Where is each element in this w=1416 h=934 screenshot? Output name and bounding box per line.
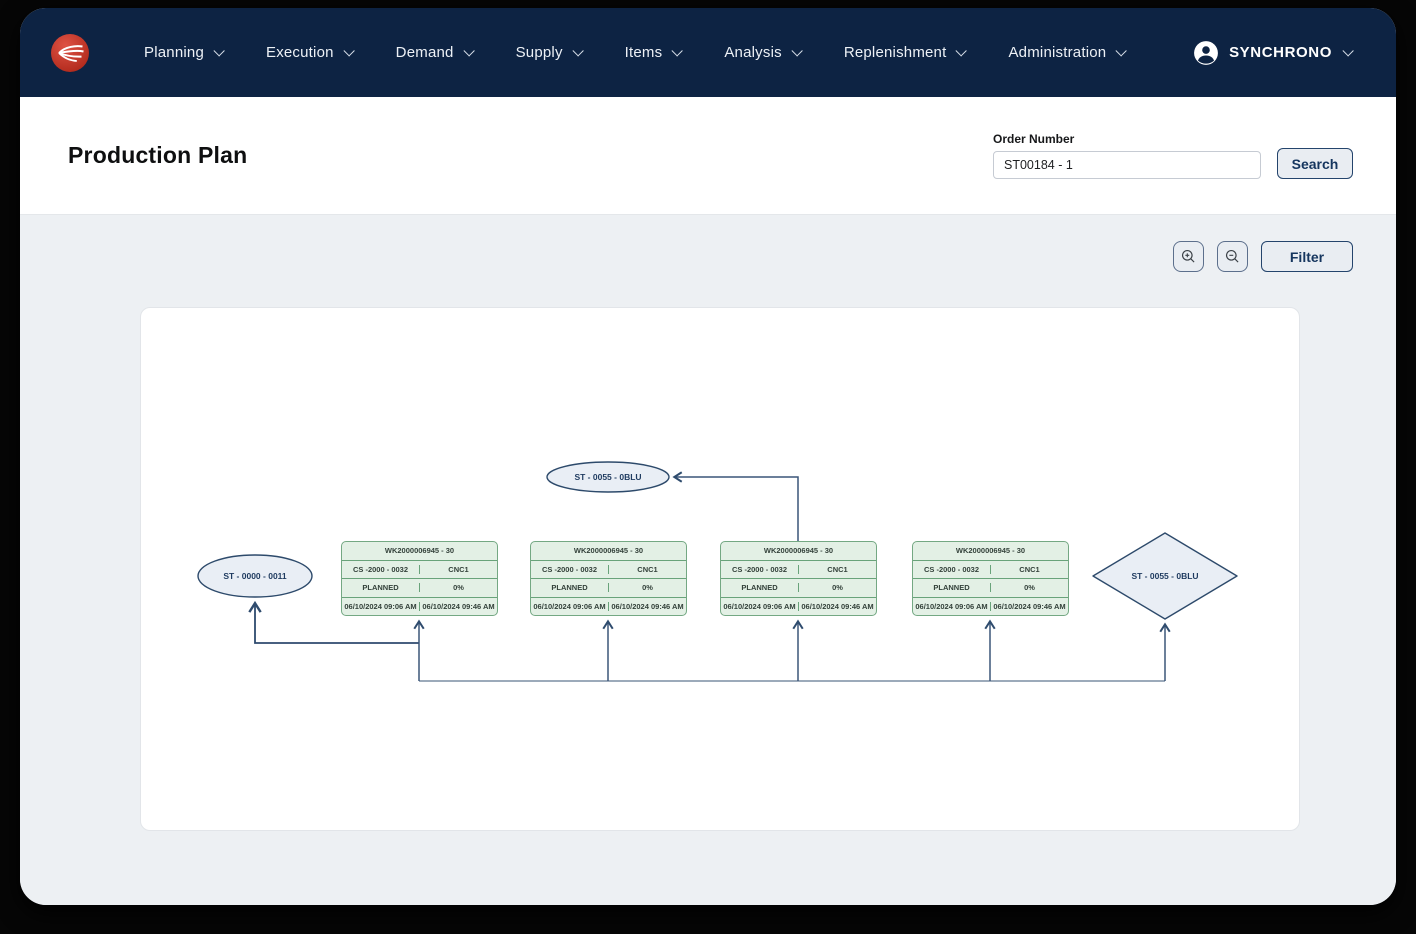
op-status: PLANNED — [362, 583, 399, 593]
op-end-time: 06/10/2024 09:46 AM — [798, 601, 876, 611]
op-status: PLANNED — [551, 583, 588, 593]
flowchart-layer — [197, 461, 1238, 682]
op-item: CS -2000 - 0032 — [541, 564, 598, 574]
order-search-group: Order Number Search — [993, 132, 1353, 179]
op-start-time: 06/10/2024 09:06 AM — [533, 601, 606, 611]
nav-item-administration[interactable]: Administration — [1008, 44, 1128, 61]
operation-card-4[interactable]: WK2000006945 - 30 CS -2000 - 0032 CNC1 P… — [912, 541, 1069, 616]
op-item: CS -2000 - 0032 — [923, 564, 980, 574]
op-item: CS -2000 - 0032 — [731, 564, 788, 574]
chevron-down-icon — [343, 44, 355, 57]
nav-item-planning[interactable]: Planning — [144, 44, 225, 61]
chevron-down-icon — [463, 44, 475, 57]
op-resource: CNC1 — [990, 564, 1068, 574]
chevron-down-icon — [671, 44, 684, 57]
nav-item-execution[interactable]: Execution — [265, 44, 355, 61]
nav-menu: Planning Execution Demand Supply Items A… — [144, 44, 1128, 61]
op-end-time: 06/10/2024 09:46 AM — [990, 601, 1068, 611]
user-avatar-icon — [1194, 40, 1218, 65]
nav-item-replenishment[interactable]: Replenishment — [843, 44, 968, 61]
nav-label: Analysis — [724, 44, 782, 61]
op-end-time: 06/10/2024 09:46 AM — [419, 601, 497, 611]
zoom-out-button[interactable] — [1217, 241, 1248, 272]
chevron-down-icon — [1115, 44, 1128, 57]
op-progress: 0% — [608, 583, 686, 593]
nav-item-supply[interactable]: Supply — [515, 44, 584, 61]
nav-label: Supply — [515, 44, 563, 61]
search-button[interactable]: Search — [1277, 148, 1353, 179]
diagram-toolbar: Filter — [1173, 241, 1353, 272]
work-order-title: WK2000006945 - 30 — [573, 546, 644, 556]
connector-op3-to-top-ellipse — [672, 471, 799, 541]
order-number-label: Order Number — [993, 132, 1075, 146]
user-name: SYNCHRONO — [1229, 44, 1332, 61]
op-progress: 0% — [798, 583, 876, 593]
diagram-canvas[interactable]: ST - 0055 - 0BLU ST - 0000 - 0011 ST - 0… — [140, 307, 1300, 831]
operation-card-2[interactable]: WK2000006945 - 30 CS -2000 - 0032 CNC1 P… — [530, 541, 687, 616]
node-ellipse-top[interactable] — [546, 461, 670, 493]
top-navbar: Planning Execution Demand Supply Items A… — [20, 8, 1396, 97]
op-resource: CNC1 — [419, 564, 497, 574]
nav-label: Items — [624, 44, 663, 61]
op-progress: 0% — [419, 583, 497, 593]
operation-card-3[interactable]: WK2000006945 - 30 CS -2000 - 0032 CNC1 P… — [720, 541, 877, 616]
op-resource: CNC1 — [608, 564, 686, 574]
op-item: CS -2000 - 0032 — [352, 564, 409, 574]
work-order-title: WK2000006945 - 30 — [763, 546, 834, 556]
work-order-title: WK2000006945 - 30 — [384, 546, 455, 556]
nav-item-items[interactable]: Items — [624, 44, 684, 61]
page-header: Production Plan Order Number Search — [20, 97, 1396, 215]
op-resource: CNC1 — [798, 564, 876, 574]
node-diamond[interactable] — [1092, 532, 1238, 620]
op-start-time: 06/10/2024 09:06 AM — [915, 601, 988, 611]
operation-card-1[interactable]: WK2000006945 - 30 CS -2000 - 0032 CNC1 P… — [341, 541, 498, 616]
op-status: PLANNED — [741, 583, 778, 593]
chevron-down-icon — [791, 44, 803, 57]
order-number-group: Order Number — [993, 132, 1261, 179]
zoom-in-button[interactable] — [1173, 241, 1204, 272]
order-number-input[interactable] — [993, 151, 1261, 179]
nav-label: Execution — [265, 44, 334, 61]
nav-item-demand[interactable]: Demand — [395, 44, 475, 61]
content-area: Filter — [20, 215, 1396, 905]
op-progress: 0% — [990, 583, 1068, 593]
user-menu[interactable]: SYNCHRONO — [1193, 40, 1354, 66]
op-start-time: 06/10/2024 09:06 AM — [344, 601, 417, 611]
magnifier-plus-icon — [1181, 249, 1195, 263]
synchrono-logo-icon[interactable] — [50, 33, 90, 73]
node-ellipse-left[interactable] — [197, 554, 313, 598]
op-end-time: 06/10/2024 09:46 AM — [608, 601, 686, 611]
magnifier-minus-icon — [1225, 249, 1239, 263]
app-window: Planning Execution Demand Supply Items A… — [20, 8, 1396, 905]
nav-label: Planning — [144, 44, 204, 61]
op-status: PLANNED — [933, 583, 970, 593]
connector-to-left-ellipse — [248, 600, 419, 644]
work-order-title: WK2000006945 - 30 — [955, 546, 1026, 556]
chevron-down-icon — [572, 44, 584, 57]
nav-label: Administration — [1008, 44, 1107, 61]
nav-label: Replenishment — [843, 44, 947, 61]
page-title: Production Plan — [68, 142, 248, 168]
nav-item-analysis[interactable]: Analysis — [724, 44, 803, 61]
nav-label: Demand — [395, 44, 454, 61]
chevron-down-icon — [213, 44, 225, 57]
chevron-down-icon — [1342, 44, 1354, 57]
op-start-time: 06/10/2024 09:06 AM — [723, 601, 796, 611]
filter-button[interactable]: Filter — [1261, 241, 1353, 272]
chevron-down-icon — [955, 44, 968, 57]
